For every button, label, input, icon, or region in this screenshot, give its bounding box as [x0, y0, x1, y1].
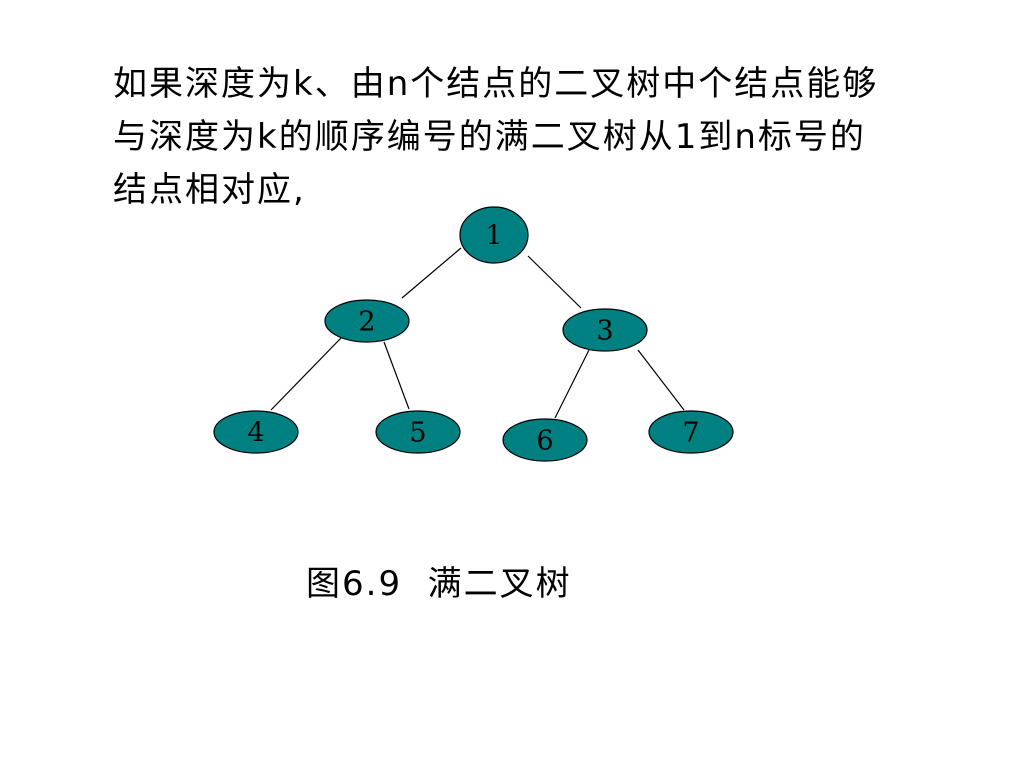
description-line-1: 如果深度为k、由n个结点的二叉树中个结点能够: [113, 64, 879, 104]
edge-1-3: [527, 255, 582, 309]
edge-3-6: [554, 349, 590, 419]
tree-node-label: 5: [409, 418, 426, 449]
tree-node-2: 2: [324, 299, 410, 343]
tree-node-label: 1: [485, 221, 502, 252]
edge-2-5: [383, 341, 410, 410]
tree-node-label: 4: [247, 418, 264, 449]
edge-3-7: [637, 349, 685, 411]
tree-node-3: 3: [562, 308, 648, 352]
tree-node-4: 4: [213, 410, 299, 454]
tree-node-label: 6: [536, 426, 553, 457]
tree-node-label: 2: [358, 307, 375, 338]
description-line-2: 与深度为k的顺序编号的满二叉树从1到n标号的: [113, 117, 866, 157]
tree-node-7: 7: [648, 410, 734, 454]
edge-1-2: [401, 247, 462, 299]
tree-node-label: 3: [596, 316, 613, 347]
tree-node-6: 6: [502, 418, 588, 462]
edge-2-4: [270, 337, 342, 411]
figure-caption: 图6.9 满二叉树: [306, 564, 572, 604]
tree-node-5: 5: [375, 410, 461, 454]
description-paragraph: 如果深度为k、由n个结点的二叉树中个结点能够 与深度为k的顺序编号的满二叉树从1…: [113, 58, 973, 217]
tree-node-label: 7: [682, 418, 699, 449]
tree-node-1: 1: [459, 206, 529, 264]
description-line-3: 结点相对应,: [113, 170, 306, 210]
